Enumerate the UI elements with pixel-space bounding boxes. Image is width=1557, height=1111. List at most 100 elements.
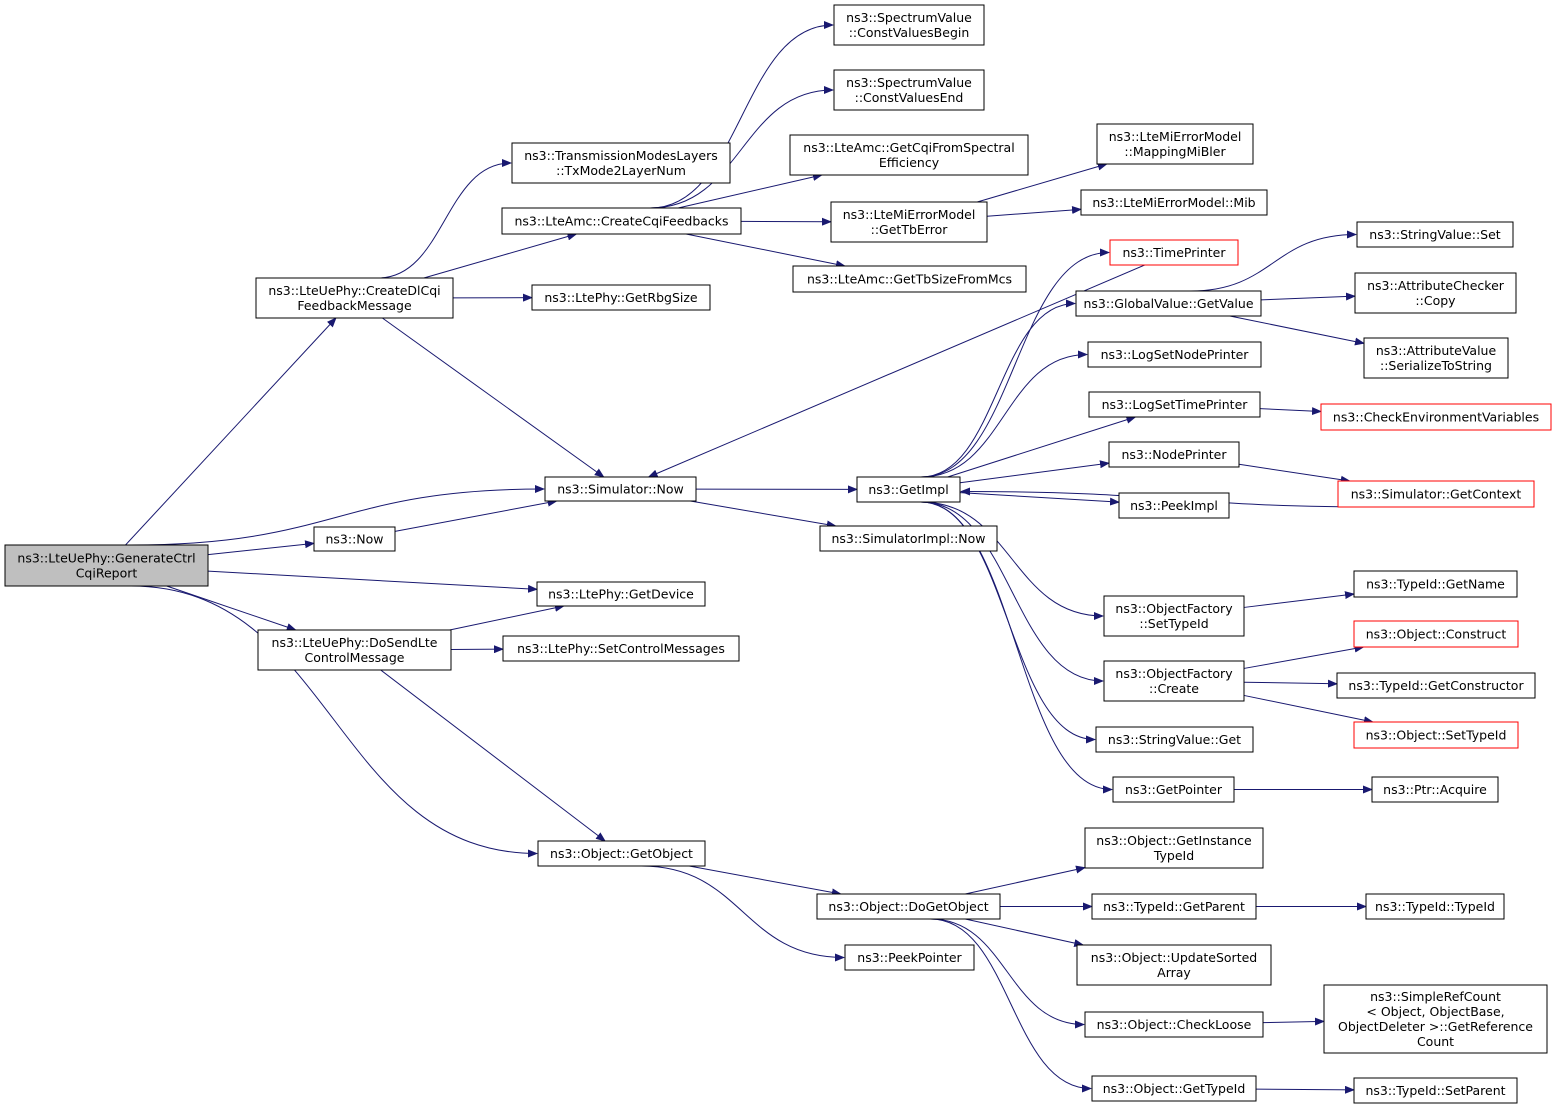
edge-line (647, 264, 1145, 478)
node-simctx[interactable]: ns3::Simulator::GetContext (1337, 480, 1535, 508)
node-ofcreate[interactable]: ns3::ObjectFactory::Create (1103, 660, 1245, 702)
node-svget[interactable]: ns3::StringValue::Get (1095, 726, 1254, 753)
node-getpointer[interactable]: ns3::GetPointer (1112, 776, 1235, 803)
node-ptracq[interactable]: ns3::Ptr::Acquire (1371, 776, 1499, 803)
edge-line (920, 248, 1110, 478)
node-simplerc[interactable]: ns3::SimpleRefCount< Object, ObjectBase,… (1323, 984, 1548, 1054)
call-edge-root-getobject (130, 585, 538, 858)
call-edge-gettberr-mappingmi (977, 162, 1108, 203)
node-logsettime[interactable]: ns3::LogSetTimePrinter (1088, 391, 1261, 418)
node-label-line: FeedbackMessage (297, 298, 412, 313)
node-getcqi[interactable]: ns3::LteAmc::GetCqiFromSpectralEfficienc… (789, 134, 1029, 176)
node-box (544, 476, 697, 502)
edge-line (449, 603, 565, 631)
call-edge-ofcreate-objsettid (1243, 694, 1374, 725)
node-txmode[interactable]: ns3::TransmissionModesLayers::TxMode2Lay… (511, 142, 731, 184)
call-edge-getimpl-timeprinter (920, 248, 1110, 478)
node-peekptr[interactable]: ns3::PeekPointer (844, 944, 975, 971)
node-objconstruct[interactable]: ns3::Object::Construct (1353, 620, 1519, 648)
node-box (1118, 492, 1230, 519)
node-gettberr[interactable]: ns3::LteMiErrorModel::GetTbError (830, 201, 988, 243)
node-accopy[interactable]: ns3::AttributeChecker::Copy (1354, 272, 1517, 314)
node-svset[interactable]: ns3::StringValue::Set (1356, 221, 1514, 248)
node-box (1095, 726, 1254, 753)
node-objgettid[interactable]: ns3::Object::GetTypeId (1091, 1075, 1257, 1102)
edge-line (959, 492, 1120, 506)
node-box (1091, 893, 1257, 920)
node-objsettid[interactable]: ns3::Object::SetTypeId (1353, 721, 1519, 749)
node-label-line: ns3::LteAmc::GetCqiFromSpectral (803, 140, 1014, 155)
node-label-line: ::MappingMiBler (1124, 144, 1226, 159)
node-box (1353, 1077, 1518, 1104)
node-box (511, 142, 731, 184)
node-setctrl[interactable]: ns3::LtePhy::SetControlMessages (502, 635, 740, 662)
node-label-line: ns3::LteAmc::CreateCqiFeedbacks (514, 214, 728, 229)
node-box (844, 944, 975, 971)
call-edge-getimpl-globalget (920, 299, 1076, 478)
node-box (4, 544, 209, 587)
node-tidname[interactable]: ns3::TypeId::GetName (1353, 570, 1518, 598)
edge-line (1259, 407, 1322, 416)
node-label-line: ns3::ObjectFactory (1115, 666, 1233, 681)
node-dogetobj[interactable]: ns3::Object::DoGetObject (816, 893, 1001, 920)
call-edge-getobject-dogetobj (689, 865, 842, 897)
node-ofsettype[interactable]: ns3::ObjectFactory::SetTypeId (1103, 595, 1245, 637)
node-avser[interactable]: ns3::AttributeValue::SerializeToString (1363, 337, 1509, 379)
node-box (1084, 827, 1264, 869)
call-edge-globalget-accopy (1260, 292, 1356, 301)
node-svbegin[interactable]: ns3::SpectrumValue::ConstValuesBegin (833, 4, 985, 46)
call-edge-nodeprinter-simctx (1238, 463, 1351, 484)
node-label-line: ns3::TypeId::GetConstructor (1348, 678, 1524, 693)
node-mappingmi[interactable]: ns3::LteMiErrorModel::MappingMiBler (1096, 123, 1254, 165)
node-tidsetparent[interactable]: ns3::TypeId::SetParent (1353, 1077, 1518, 1104)
edge-line (166, 585, 297, 631)
node-logsetnode[interactable]: ns3::LogSetNodePrinter (1087, 341, 1262, 368)
node-label-line: ns3::LteAmc::GetTbSizeFromMcs (807, 272, 1012, 287)
node-box (1084, 1011, 1264, 1038)
edge-line (685, 233, 846, 269)
node-checkloose[interactable]: ns3::Object::CheckLoose (1084, 1011, 1264, 1038)
call-edge-createcqi-getcqi (678, 173, 823, 209)
node-getrbg[interactable]: ns3::LtePhy::GetRbgSize (531, 284, 711, 311)
node-createdl[interactable]: ns3::LteUePhy::CreateDlCqiFeedbackMessag… (255, 277, 454, 319)
call-edge-getimpl-logsetnode (920, 350, 1088, 478)
node-box (1108, 441, 1240, 468)
node-label-line: ns3::NodePrinter (1121, 447, 1227, 462)
node-tidparent[interactable]: ns3::TypeId::GetParent (1091, 893, 1257, 920)
node-tidctor[interactable]: ns3::TypeId::GetConstructor (1336, 672, 1536, 699)
node-svend[interactable]: ns3::SpectrumValue::ConstValuesEnd (833, 69, 985, 111)
edge-line (130, 585, 538, 858)
node-label-line: ::GetTbError (871, 222, 949, 237)
edge-line (1243, 694, 1374, 725)
node-box (833, 69, 985, 111)
node-mib[interactable]: ns3::LteMiErrorModel::Mib (1080, 189, 1268, 216)
node-gettbsize[interactable]: ns3::LteAmc::GetTbSizeFromMcs (792, 265, 1027, 293)
node-label-line: ns3::LteUePhy::DoSendLte (272, 635, 438, 650)
node-simnow[interactable]: ns3::Simulator::Now (544, 476, 697, 502)
node-getobject[interactable]: ns3::Object::GetObject (537, 840, 706, 867)
node-createcqi[interactable]: ns3::LteAmc::CreateCqiFeedbacks (501, 207, 742, 235)
node-box (1353, 570, 1518, 598)
call-edge-createdl-createcqi (423, 232, 578, 279)
node-box (313, 526, 396, 552)
node-globalget[interactable]: ns3::GlobalValue::GetValue (1075, 290, 1262, 317)
edge-line (125, 317, 337, 546)
node-checkenv[interactable]: ns3::CheckEnvironmentVariables (1320, 403, 1552, 431)
node-getdevice[interactable]: ns3::LtePhy::GetDevice (536, 581, 706, 607)
node-simimplnow[interactable]: ns3::SimulatorImpl::Now (819, 525, 998, 552)
node-now[interactable]: ns3::Now (313, 526, 396, 552)
edge-line (1260, 292, 1356, 301)
node-label-line: ns3::Object::UpdateSorted (1091, 950, 1257, 965)
call-edge-root-now (207, 540, 315, 556)
edge-line (920, 350, 1088, 478)
node-box (816, 893, 1001, 920)
node-nodeprinter[interactable]: ns3::NodePrinter (1108, 441, 1240, 468)
node-timeprinter[interactable]: ns3::TimePrinter (1109, 239, 1239, 266)
node-peekimpl[interactable]: ns3::PeekImpl (1118, 492, 1230, 519)
node-getimpl[interactable]: ns3::GetImpl (856, 476, 961, 503)
node-tidtid[interactable]: ns3::TypeId::TypeId (1365, 893, 1505, 920)
